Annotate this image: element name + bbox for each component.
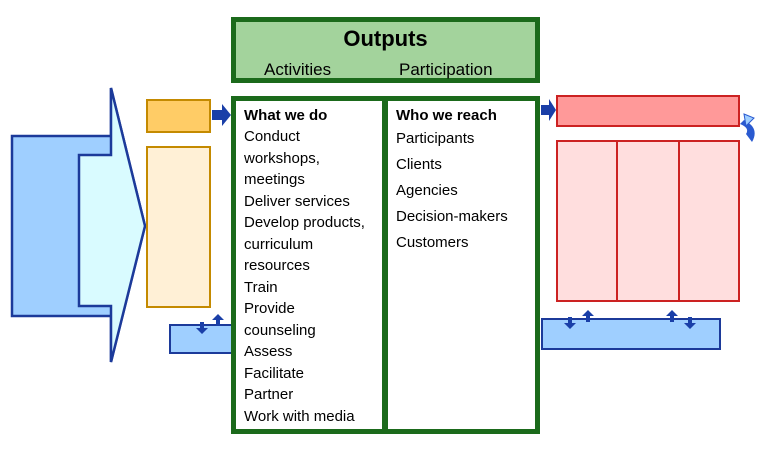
arrow-right-icon <box>212 104 231 126</box>
list-item: Conduct <box>244 128 300 145</box>
list-item: meetings <box>244 171 305 188</box>
participation-heading: Who we reach <box>396 107 497 124</box>
arrow-down-icon-3 <box>684 317 696 329</box>
list-item: Provide <box>244 300 295 317</box>
outputs-header: Outputs Activities Participation <box>231 17 540 83</box>
list-item: Partner <box>244 386 294 403</box>
list-item: curriculum <box>244 235 314 253</box>
list-item: resources <box>244 257 310 274</box>
activities-heading: What we do <box>244 107 328 124</box>
activities-list: Conduct workshops, meetings Deliver serv… <box>236 126 382 427</box>
list-item: Agencies <box>396 182 458 199</box>
inputs-arrow-inner-shape <box>77 87 147 363</box>
outputs-title: Outputs <box>343 26 428 51</box>
orange-small-box <box>146 99 211 133</box>
red-col-2 <box>616 140 680 302</box>
list-item: Develop products, <box>244 214 365 231</box>
participation-list: Participants Clients Agencies Decision-m… <box>388 126 535 256</box>
red-col-1 <box>556 140 618 302</box>
red-col-3 <box>678 140 740 302</box>
activities-subtitle: Activities <box>264 60 332 79</box>
orange-tall-box <box>146 146 211 308</box>
participation-subtitle: Participation <box>399 60 493 79</box>
list-item: Assess <box>244 343 293 360</box>
list-item: Customers <box>396 234 469 251</box>
list-item: Facilitate <box>244 364 305 382</box>
red-top-box <box>556 95 740 127</box>
arrow-up-icon <box>212 314 224 326</box>
arrow-down-icon-2 <box>564 317 576 329</box>
list-item: Work with media <box>244 407 355 425</box>
arrow-down-icon <box>196 322 208 334</box>
arrow-up-icon-2 <box>582 310 594 322</box>
arrow-up-icon-3 <box>666 310 678 322</box>
list-item: Train <box>244 278 278 296</box>
curved-arrow-icon <box>740 120 755 142</box>
list-item: Deliver services <box>244 192 350 210</box>
activities-column: What we do Conduct workshops, meetings D… <box>231 96 387 434</box>
arrow-right-icon-2 <box>541 99 556 121</box>
list-item: Clients <box>396 156 442 173</box>
curved-arrow-head <box>743 113 755 128</box>
list-item: workshops, <box>244 149 320 167</box>
participation-column: Who we reach Participants Clients Agenci… <box>383 96 540 434</box>
list-item: counseling <box>244 321 316 339</box>
list-item: Participants <box>396 130 475 147</box>
list-item: Decision-makers <box>396 208 508 225</box>
